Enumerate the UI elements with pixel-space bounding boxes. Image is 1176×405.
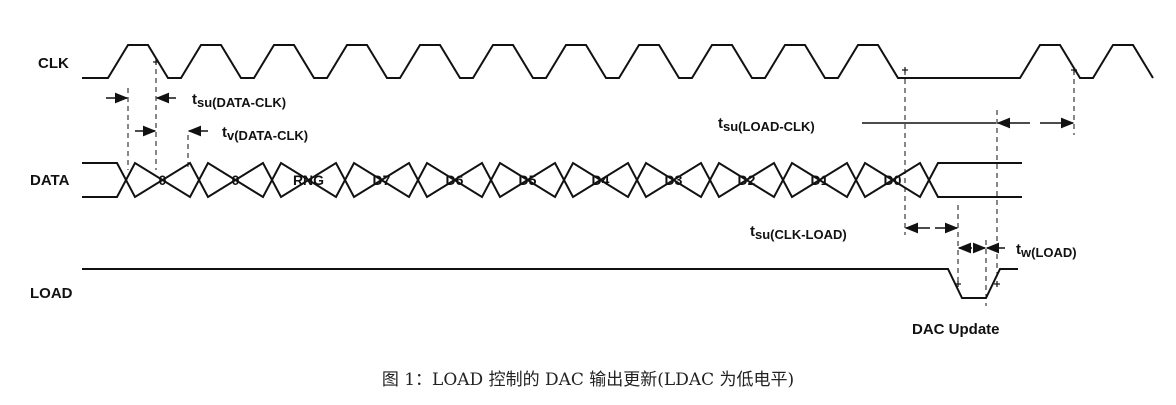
crossing-marks	[153, 59, 1077, 287]
figure-caption: 图 1：LOAD 控制的 DAC 输出更新(LDAC 为低电平)	[381, 370, 795, 390]
data-cell-label: D4	[592, 172, 610, 188]
tsu-clk-load-label: tsu(CLK-LOAD)	[750, 223, 847, 242]
data-cell-label: D5	[519, 172, 537, 188]
clk-waveform	[82, 44, 1154, 79]
data-bus-rail-a	[82, 161, 1022, 199]
tsu-data-clk-label: tsu(DATA-CLK)	[192, 91, 286, 110]
data-bus-waveform	[82, 161, 1022, 199]
data-cell-label: D1	[811, 172, 829, 188]
timing-diagram: CLK DATA LOAD 0 0 RNG D7 D6 D5 D4 D3 D2 D1 D0 tsu(…	[30, 44, 1154, 338]
load-waveform	[82, 268, 1018, 299]
data-cell-label: RNG	[293, 172, 324, 188]
tsu-load-clk-label: tsu(LOAD-CLK)	[718, 115, 815, 134]
data-cell-label: 0	[232, 172, 240, 188]
clk-label: CLK	[38, 55, 69, 72]
data-cell-label: D6	[446, 172, 464, 188]
data-cell-label: D7	[373, 172, 391, 188]
data-cell-label: D2	[738, 172, 756, 188]
tv-data-clk-label: tv(DATA-CLK)	[222, 124, 308, 143]
data-cell-label: D0	[884, 172, 902, 188]
tw-load-label: tw(LOAD)	[1016, 241, 1077, 260]
dac-update-label: DAC Update	[912, 321, 1000, 338]
data-cell-label: D3	[665, 172, 683, 188]
data-label: DATA	[30, 172, 70, 189]
data-bus-rail-b	[82, 161, 1022, 199]
load-label: LOAD	[30, 285, 73, 302]
data-cell-label: 0	[159, 172, 167, 188]
